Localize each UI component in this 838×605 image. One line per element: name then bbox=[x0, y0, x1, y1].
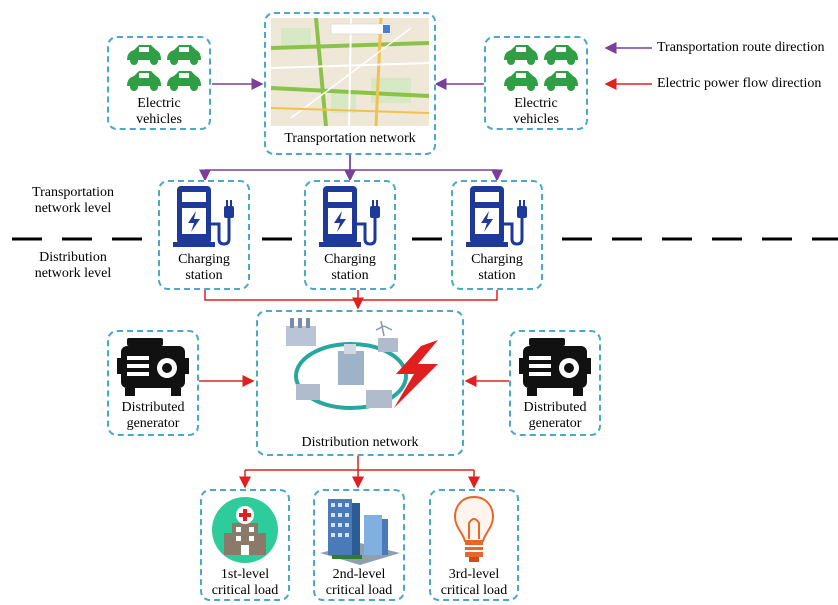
hospital-icon bbox=[212, 497, 278, 563]
electric-car-icon bbox=[127, 45, 201, 91]
legend-transport-label: Transportation route direction bbox=[657, 40, 825, 55]
charging-station-icon bbox=[466, 186, 527, 247]
transport-network-box: Transportation network bbox=[264, 12, 436, 155]
distribution-network-label: Distribution network bbox=[301, 435, 419, 450]
arrow-transport-to-stations bbox=[205, 155, 497, 171]
arrow-stations-to-distribution bbox=[204, 290, 498, 301]
generator-icon bbox=[519, 338, 591, 396]
transport-network-label: Transportation network bbox=[284, 131, 416, 146]
electric-car-icon bbox=[504, 45, 578, 91]
charging-station-icon bbox=[319, 186, 380, 247]
arrow-distribution-to-loads bbox=[245, 456, 474, 471]
generator-icon bbox=[117, 338, 189, 396]
distribution-network-box: Distribution network bbox=[256, 310, 464, 456]
map-icon bbox=[271, 18, 429, 126]
power-grid-icon bbox=[286, 318, 438, 410]
office-buildings-icon bbox=[320, 499, 400, 565]
legend-power-label: Electric power flow direction bbox=[657, 76, 822, 91]
light-bulb-icon bbox=[453, 495, 495, 562]
charging-station-icon bbox=[173, 186, 234, 247]
